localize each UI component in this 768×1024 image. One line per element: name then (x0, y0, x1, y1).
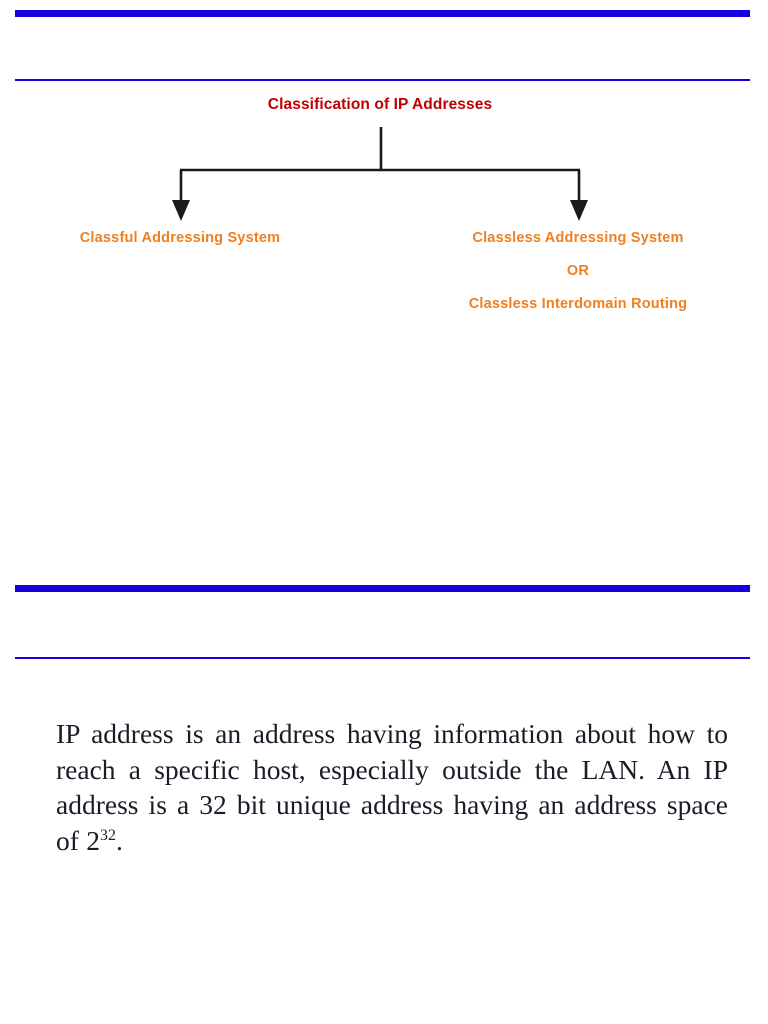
middle-thick-blue-rule (15, 585, 750, 592)
ip-address-definition-slide: IP address is an address having informat… (56, 716, 728, 858)
branch-label-or: OR (566, 263, 590, 279)
middle-thin-blue-rule (15, 657, 750, 659)
branch-label-cidr: Classless Interdomain Routing (468, 296, 688, 312)
paragraph-exponent: 32 (100, 826, 116, 844)
branch-label-classful: Classful Addressing System (79, 230, 281, 246)
diagram-title: Classification of IP Addresses (267, 96, 493, 113)
paragraph-text-main: IP address is an address having informat… (56, 718, 728, 856)
top-thick-blue-rule (15, 10, 750, 17)
top-thin-blue-rule (15, 79, 750, 81)
paragraph-text-end: . (115, 824, 123, 856)
arrow-head-right-icon (570, 200, 588, 221)
arrow-head-left-icon (172, 200, 190, 221)
classification-diagram-slide: Classification of IP Addresses Classful … (0, 88, 768, 568)
ip-address-paragraph: IP address is an address having informat… (56, 716, 728, 858)
branch-label-classless: Classless Addressing System (472, 230, 684, 246)
